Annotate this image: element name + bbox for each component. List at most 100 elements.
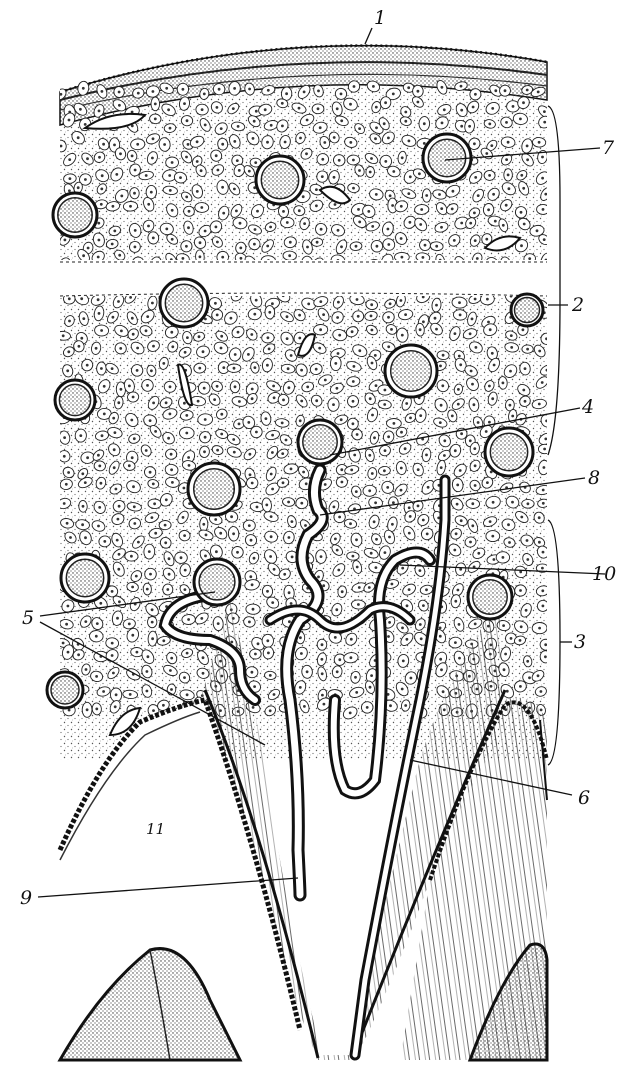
cell-nucleus [352,380,355,383]
cell-nucleus [114,431,117,434]
cell-nucleus [420,637,423,640]
cell-nucleus [232,438,235,441]
cell-nucleus [502,382,505,385]
cell-nucleus [77,136,80,139]
cell-nucleus [247,353,250,356]
cell-nucleus [79,434,82,437]
cell-nucleus [219,532,222,535]
cell-nucleus [520,244,523,247]
cell-nucleus [152,137,155,140]
cell-nucleus [146,690,149,693]
cell-nucleus [338,516,341,519]
cell-nucleus [84,178,87,181]
cell-nucleus [373,263,376,266]
cell-nucleus [505,158,508,161]
cell-nucleus [316,241,319,244]
cell-nucleus [271,451,274,454]
cell-nucleus [474,623,477,626]
cell-nucleus [233,140,236,143]
cell-nucleus [528,676,531,679]
cell-nucleus [410,677,413,680]
cell-nucleus [112,672,115,675]
cell-nucleus [439,627,442,630]
cell-nucleus [358,349,361,352]
cell-nucleus [78,345,81,348]
cell-nucleus [316,263,319,266]
cell-nucleus [170,331,173,334]
cell-nucleus [147,655,150,658]
cell-nucleus [80,337,83,340]
cell-nucleus [443,108,446,111]
cell-nucleus [66,522,69,525]
cell-nucleus [233,451,236,454]
cell-nucleus [248,621,251,624]
cell-nucleus [111,367,114,370]
cell-nucleus [438,193,441,196]
cell-nucleus [248,88,251,91]
cell-nucleus [220,413,223,416]
cell-nucleus [218,88,221,91]
cell-nucleus [454,600,457,603]
cell-nucleus [340,119,343,122]
cell-nucleus [509,370,512,373]
cell-nucleus [507,174,510,177]
cell-nucleus [183,402,186,405]
cell-nucleus [250,539,253,542]
cell-nucleus [400,299,403,302]
cell-nucleus [319,328,322,331]
label-8: 8 [588,467,600,489]
cell-nucleus [384,160,387,163]
cell-nucleus [60,145,63,148]
cell-nucleus [337,301,340,304]
cell-nucleus [469,541,472,544]
cell-nucleus [473,142,476,145]
cell-nucleus [441,122,444,125]
cell-nucleus [183,676,186,679]
cell-nucleus [111,654,114,657]
cell-nucleus [281,452,284,455]
cell-nucleus [473,212,476,215]
cell-nucleus [402,660,405,663]
cell-nucleus [356,566,359,569]
cell-nucleus [487,321,490,324]
cell-nucleus [538,350,541,353]
cell-nucleus [427,486,430,489]
cell-nucleus [240,257,243,260]
cell-nucleus [471,383,474,386]
cell-nucleus [96,622,99,625]
cell-nucleus [341,481,344,484]
cell-nucleus [383,122,386,125]
cell-nucleus [439,259,442,262]
cell-nucleus [84,123,87,126]
cell-nucleus [113,230,116,233]
cell-nucleus [164,524,167,527]
cell-nucleus [204,230,207,233]
cell-nucleus [205,534,208,537]
label-10: 10 [592,563,616,585]
cell-nucleus [476,257,479,260]
cell-nucleus [375,538,378,541]
cell-nucleus [505,204,508,207]
cell-nucleus [471,502,474,505]
cell-nucleus [369,686,372,689]
cell-nucleus [151,302,154,305]
cell-nucleus [486,298,489,301]
cell-nucleus [425,588,428,591]
cell-nucleus [146,384,149,387]
cell-nucleus [373,520,376,523]
cell-nucleus [119,347,122,350]
cell-nucleus [95,347,98,350]
cell-nucleus [152,237,155,240]
cell-nucleus [510,346,513,349]
cell-nucleus [254,228,257,231]
cell-nucleus [183,102,186,105]
cell-nucleus [486,481,489,484]
cell-nucleus [100,329,103,332]
cell-nucleus [404,111,407,114]
cell-nucleus [81,472,84,475]
cell-nucleus [384,449,387,452]
cell-nucleus [150,369,153,372]
cell-nucleus [235,210,238,213]
cell-nucleus [375,126,378,129]
cell-nucleus [315,204,318,207]
